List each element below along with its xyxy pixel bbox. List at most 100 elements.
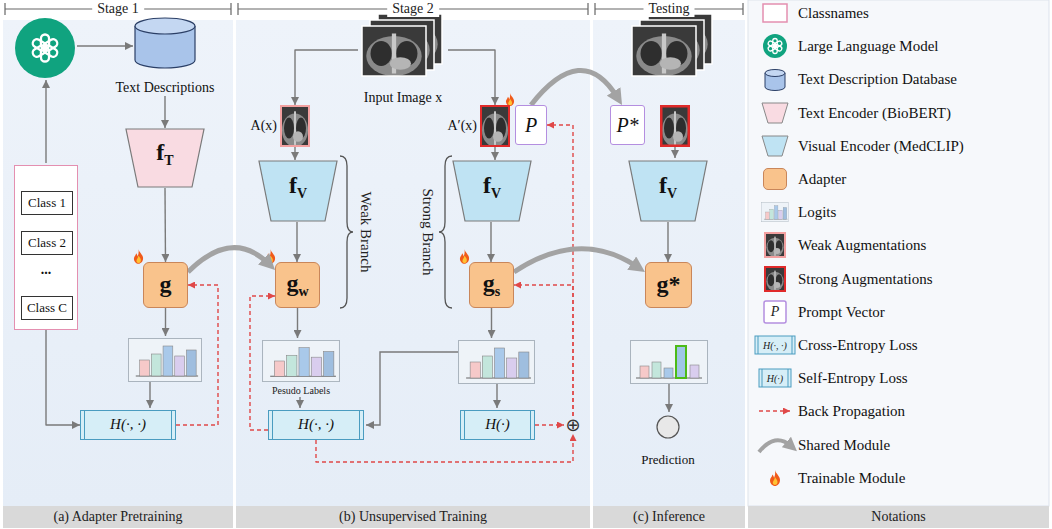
flow-arrow — [45, 80, 46, 163]
branch-bracket — [340, 156, 353, 308]
flow-arrow — [299, 397, 300, 408]
legend-text: Cross-Entropy Loss — [798, 335, 918, 355]
legend-icon — [770, 470, 780, 486]
node-text: P* — [616, 114, 638, 136]
panel-ground — [748, 0, 1049, 506]
legend-icon — [759, 369, 791, 387]
trainable-flame — [460, 249, 469, 264]
branch-label: Weak Branch — [357, 192, 374, 273]
legend-icon — [763, 34, 787, 58]
flow-arrow — [165, 308, 166, 336]
legend-text: Logits — [798, 202, 836, 222]
pseudo-label-caption: Pesudo Labels — [272, 385, 330, 396]
text-block: ... — [15, 262, 77, 278]
flow-arrow — [297, 308, 298, 338]
logits-chart — [690, 365, 699, 378]
text-block: Prediction — [628, 453, 708, 468]
legend-text: Strong Augmentations — [798, 269, 933, 289]
stage-header: Stage 1 — [92, 1, 144, 17]
flow-arrow — [496, 384, 497, 408]
legend-text: Back Propagation — [798, 401, 905, 421]
flow-connector — [46, 330, 80, 425]
adapter-box: gs — [469, 262, 514, 308]
flow-arrow — [668, 384, 669, 412]
node-text: ⊕ — [565, 414, 580, 435]
text-block: P — [516, 114, 546, 137]
text-block: H(·) — [461, 416, 534, 433]
stage-panel: (a) Adapter Pretraining Text Descriptions… — [3, 20, 233, 528]
augmented-image: A′(x) — [480, 105, 510, 147]
node-text: H(·) — [485, 416, 510, 432]
node-text: f — [289, 172, 297, 198]
legend-icon — [762, 103, 788, 123]
shared-module-arrow — [531, 70, 617, 105]
llm-icon — [31, 35, 58, 62]
flow-connector — [490, 222, 491, 262]
flow-arrow — [491, 308, 492, 338]
node-text: Input Image x — [364, 90, 443, 105]
node-text: (a) Adapter Pretraining — [53, 509, 182, 524]
flow-connector — [667, 222, 668, 262]
legend-icon — [765, 70, 785, 77]
legend-icon — [761, 202, 789, 222]
text-block: g* — [646, 271, 691, 299]
adapter-box: gw — [275, 262, 320, 308]
encoder-trapezoid: fV — [258, 160, 338, 222]
flow-connector — [448, 50, 495, 105]
legend-icon — [765, 233, 785, 257]
logits-chart — [652, 362, 661, 378]
xray-image — [280, 14, 712, 147]
classname-box: Class 2 — [21, 231, 73, 255]
encoder-trapezoid: fT — [125, 128, 205, 188]
node-text: Class 1 — [28, 195, 66, 210]
panel-ground — [3, 0, 1049, 506]
trainable-flame — [134, 249, 143, 264]
node-text: f — [483, 172, 491, 198]
stage-bracket-line — [230, 3, 231, 15]
node-text: P — [525, 114, 537, 136]
legend-icon — [755, 4, 795, 486]
loss-box: H(·, ·) — [80, 410, 176, 440]
node-text: f — [659, 172, 667, 198]
backprop-connector — [514, 285, 573, 416]
node-text: Class 2 — [28, 235, 66, 250]
sum-node: ⊕ — [564, 416, 582, 434]
node-text: (c) Inference — [633, 509, 705, 524]
text-block: (c) Inference — [593, 506, 745, 528]
prompt-vector: P — [515, 105, 547, 145]
flow-connector — [295, 50, 358, 105]
stage-header: Testing — [643, 1, 694, 17]
logits-chart — [459, 341, 535, 384]
text-block: gw — [276, 270, 319, 300]
node-text: V — [667, 186, 677, 201]
xray-image — [362, 26, 426, 76]
classname-box: Class 1 — [21, 191, 73, 215]
trapezoid-outline — [453, 161, 531, 221]
xray-image — [280, 105, 310, 147]
legend-icon-text: P — [771, 304, 780, 320]
input-image: Input Image x — [358, 14, 448, 106]
xray-image — [632, 26, 696, 76]
classname-box: Class C — [21, 296, 73, 320]
stage-bracket-line — [237, 3, 238, 15]
legend-text: Text Description Database — [798, 69, 957, 89]
trapezoid-outline — [629, 161, 707, 221]
caption-band — [3, 506, 233, 528]
logits-chart — [676, 346, 686, 378]
encoder-trapezoid: fV — [452, 160, 532, 222]
legend-text: Prompt Vector — [798, 302, 885, 322]
legend-text: Adapter — [798, 169, 846, 189]
text-block: Text Descriptions — [100, 80, 230, 96]
prediction-node: Prediction — [628, 414, 708, 468]
shared-module-arrow — [514, 249, 638, 272]
text-block: A(x) — [251, 118, 277, 134]
legend-icon-text: H(·, ·) — [763, 340, 787, 351]
prediction-circle — [657, 416, 679, 438]
stage-bracket-line — [4, 3, 5, 15]
node-text: Notations — [871, 509, 925, 524]
caption-band — [593, 506, 745, 528]
text-block: H(·, ·) — [81, 416, 175, 433]
legend-text: Classnames — [798, 3, 869, 23]
stage-header: Stage 2 — [387, 1, 439, 17]
